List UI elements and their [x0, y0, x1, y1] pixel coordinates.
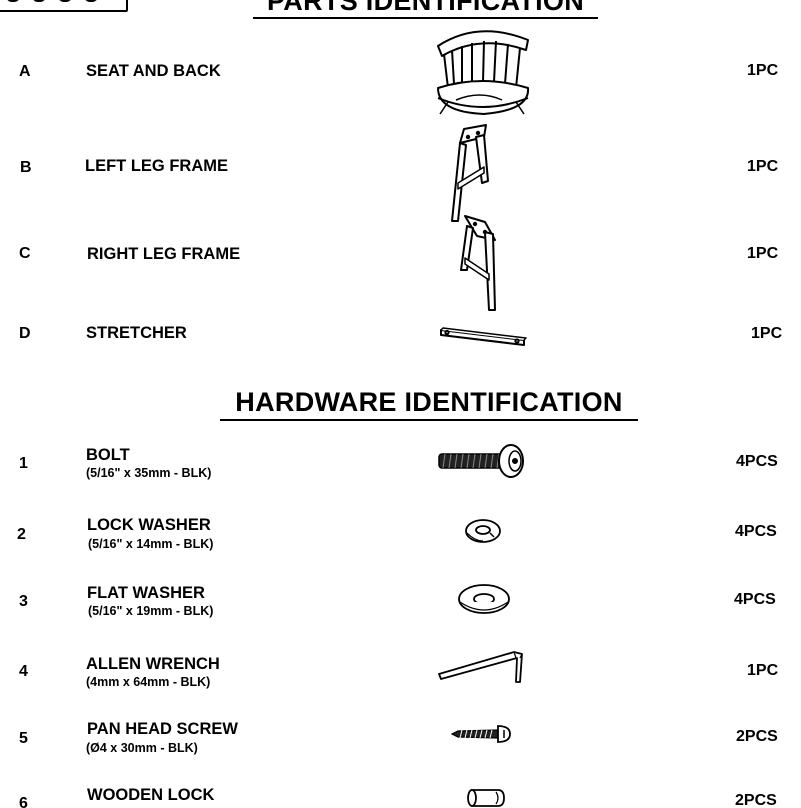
- chair-seat-back-icon: [437, 30, 530, 115]
- hardware-name: WOODEN LOCK: [87, 786, 215, 804]
- stretcher-icon: [440, 327, 527, 346]
- hardware-spec: (5/16" x 35mm - BLK): [86, 466, 212, 480]
- part-name: RIGHT LEG FRAME: [87, 245, 241, 263]
- part-code: D: [19, 325, 31, 342]
- part-name: STRETCHER: [86, 324, 187, 342]
- part-code: B: [20, 159, 32, 176]
- hardware-identification-heading: HARDWARE IDENTIFICATION: [220, 389, 638, 421]
- hardware-name: BOLT: [86, 446, 130, 464]
- part-quantity: 1PC: [747, 158, 779, 175]
- part-code: C: [19, 245, 31, 262]
- brand-logo: [0, 0, 128, 12]
- hardware-spec: (Ø4 x 30mm - BLK): [86, 741, 198, 755]
- left-leg-frame-icon: [451, 124, 489, 222]
- parts-identification-heading: PARTS IDENTIFICATION: [253, 0, 598, 19]
- pan-head-screw-icon: [450, 725, 511, 743]
- hardware-code: 3: [19, 593, 28, 610]
- right-leg-frame-icon: [460, 215, 496, 311]
- part-quantity: 1PC: [751, 325, 783, 342]
- hardware-name: PAN HEAD SCREW: [87, 720, 238, 738]
- part-name: SEAT AND BACK: [86, 62, 221, 80]
- hardware-code: 4: [19, 663, 28, 680]
- hardware-quantity: 4PCS: [734, 591, 776, 608]
- hardware-quantity: 4PCS: [735, 523, 777, 540]
- allen-wrench-icon: [438, 651, 523, 683]
- hardware-quantity: 1PC: [747, 662, 779, 679]
- part-name: LEFT LEG FRAME: [85, 157, 228, 175]
- hardware-spec: (4mm x 64mm - BLK): [86, 675, 211, 689]
- flat-washer-icon: [458, 584, 510, 614]
- hardware-spec: (5/16" x 19mm - BLK): [88, 604, 214, 618]
- hardware-code: 6: [19, 795, 28, 808]
- hardware-name: LOCK WASHER: [87, 516, 211, 534]
- lock-washer-icon: [465, 519, 501, 543]
- hardware-quantity: 4PCS: [736, 453, 778, 470]
- part-quantity: 1PC: [747, 245, 779, 262]
- hardware-spec: (5/16" x 14mm - BLK): [88, 537, 214, 551]
- hardware-quantity: 2PCS: [736, 728, 778, 745]
- hardware-code: 2: [17, 526, 26, 543]
- hardware-name: FLAT WASHER: [87, 584, 205, 602]
- part-quantity: 1PC: [747, 62, 779, 79]
- hardware-code: 5: [19, 730, 28, 747]
- hardware-quantity: 2PCS: [735, 792, 777, 808]
- hardware-name: ALLEN WRENCH: [86, 655, 220, 673]
- wooden-lock-icon: [467, 789, 505, 807]
- part-code: A: [19, 63, 31, 80]
- hardware-code: 1: [19, 455, 28, 472]
- bolt-icon: [438, 444, 524, 478]
